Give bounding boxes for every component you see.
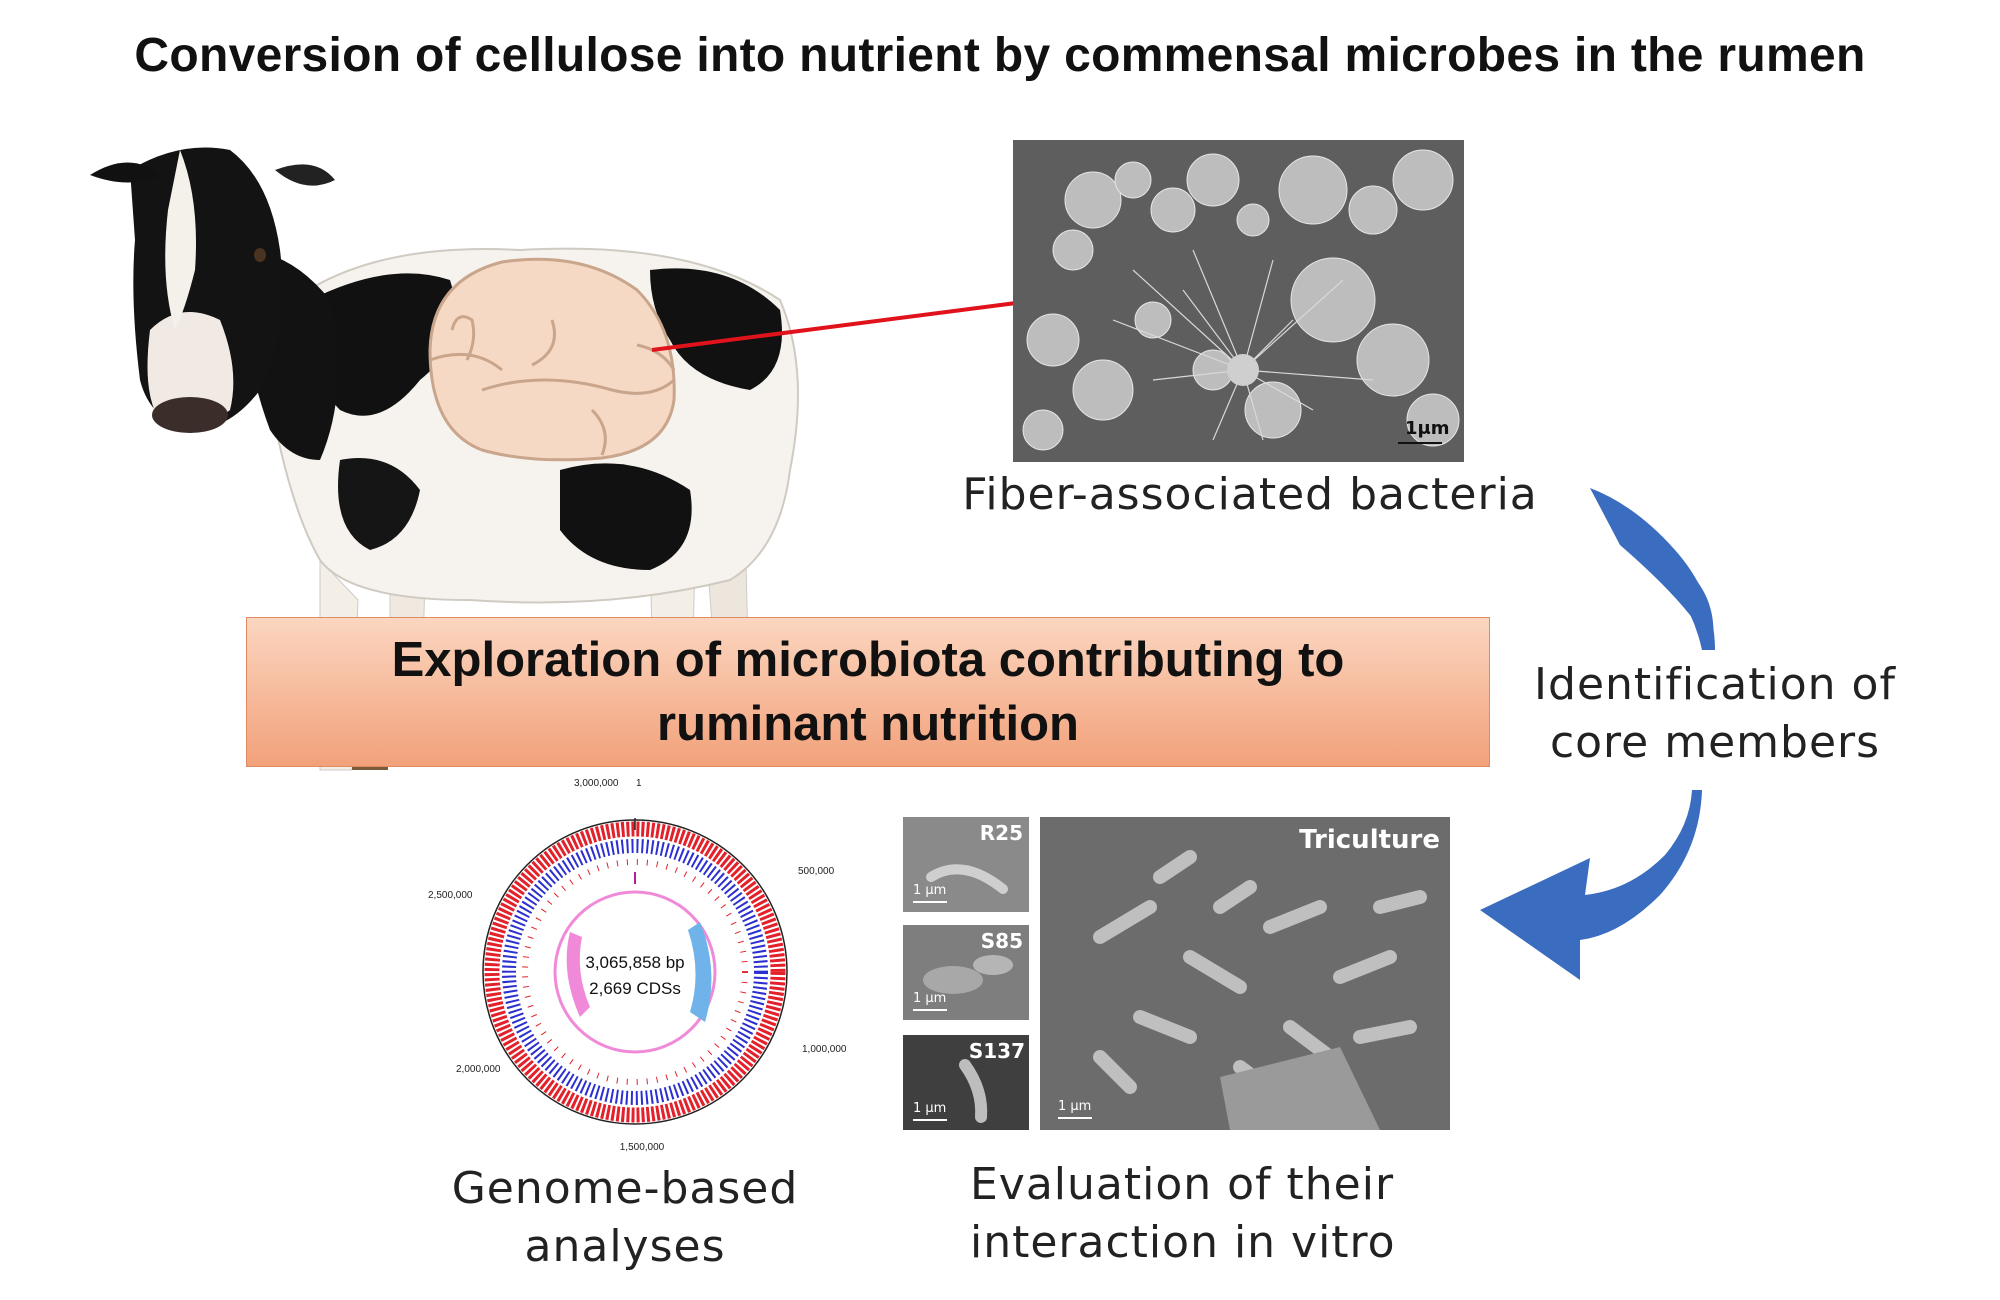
scale-bar [913, 901, 947, 903]
caption-genome: Genome-based analyses [395, 1160, 855, 1276]
scale-label: 1 μm [913, 991, 947, 1006]
panel-label-triculture: Triculture [1299, 825, 1440, 855]
genome-size-label: 3,065,858 bp [585, 953, 684, 972]
sem-panel-triculture: Triculture 1 μm [1040, 817, 1450, 1130]
scale-bar [1398, 442, 1442, 444]
caption-evaluation: Evaluation of their interaction in vitro [930, 1156, 1470, 1272]
sem-fiber-image: 1μm [1013, 140, 1464, 462]
tick-label: 1,500,000 [620, 1142, 665, 1153]
pointer-line [651, 301, 1017, 352]
exploration-banner: Exploration of microbiota contributing t… [246, 617, 1490, 767]
sem-panel-r25: R25 1 μm [903, 817, 1029, 912]
tick-label: 2,500,000 [428, 890, 473, 901]
panel-label-r25: R25 [979, 821, 1023, 845]
tick-label: 1,000,000 [802, 1044, 847, 1055]
genome-cds-label: 2,669 CDSs [589, 979, 681, 998]
sem-panel-s137: S137 1 μm [903, 1035, 1029, 1130]
page-title: Conversion of cellulose into nutrient by… [134, 29, 1866, 82]
caption-genome-line1: Genome-based [451, 1163, 799, 1214]
scale-label: 1 μm [913, 1101, 947, 1116]
scale-label: 1 μm [913, 883, 947, 898]
scale-bar [913, 1119, 947, 1121]
tick-label: 2,000,000 [456, 1064, 501, 1075]
rumen-illustration [428, 257, 676, 462]
caption-genome-line2: analyses [524, 1221, 726, 1272]
panel-label-s137: S137 [968, 1039, 1025, 1063]
tick-label: 500,000 [798, 866, 835, 877]
caption-identification-line2: core members [1549, 717, 1881, 768]
genome-circular-map: 3,065,858 bp 2,669 CDSs 1 500,000 1,000,… [428, 778, 847, 1153]
panel-label-s85: S85 [980, 929, 1023, 953]
caption-evaluation-line2: interaction in vitro [970, 1217, 1396, 1268]
banner-line2: ruminant nutrition [657, 697, 1079, 751]
cycle-arrow-icon [1480, 488, 1715, 980]
banner-line1: Exploration of microbiota contributing t… [391, 633, 1345, 687]
scale-label: 1 μm [1058, 1099, 1092, 1114]
caption-evaluation-line1: Evaluation of their [970, 1159, 1395, 1210]
caption-identification: Identification of core members [1500, 656, 1930, 772]
tick-label: 1 [636, 778, 642, 789]
scale-bar [1058, 1117, 1092, 1119]
tick-label: 3,000,000 [574, 778, 619, 789]
sem-panel-s85: S85 1 μm [903, 925, 1029, 1020]
caption-fiber: Fiber-associated bacteria [962, 469, 1538, 520]
scale-bar [913, 1009, 947, 1011]
caption-identification-line1: Identification of [1534, 659, 1896, 710]
scale-label: 1μm [1405, 418, 1450, 439]
